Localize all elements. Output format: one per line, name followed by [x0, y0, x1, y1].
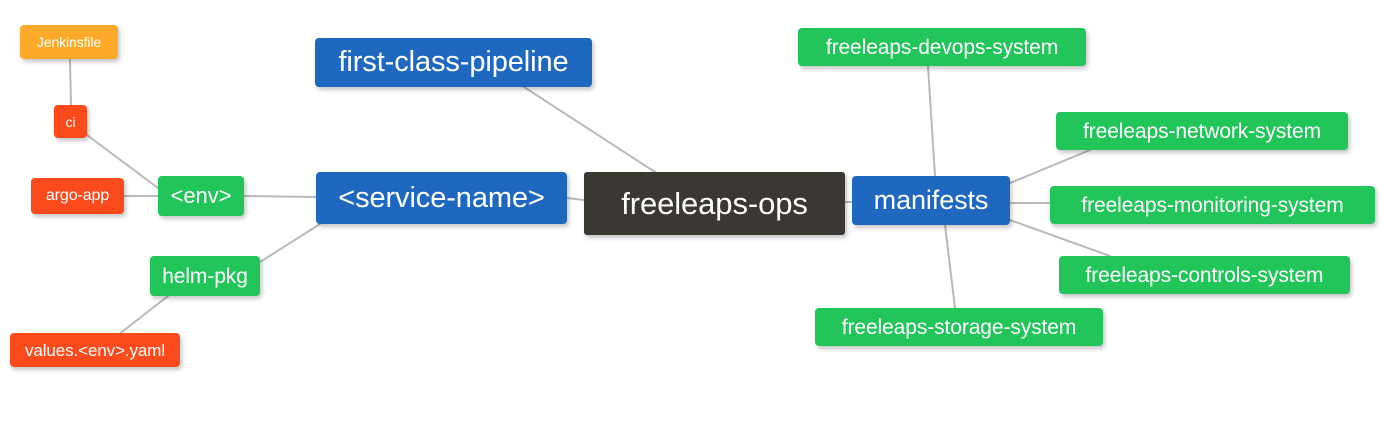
mindmap-node-freeleaps-monitoring-system[interactable]: freeleaps-monitoring-system: [1050, 186, 1375, 224]
mindmap-node-manifests[interactable]: manifests: [852, 176, 1010, 225]
mindmap-node-freeleaps-devops-system[interactable]: freeleaps-devops-system: [798, 28, 1086, 66]
edge-manifests-to-freeleaps-network-system: [1009, 149, 1091, 184]
edge-helm-pkg-to-values-yaml: [117, 295, 169, 336]
mindmap-node-argo-app[interactable]: argo-app: [31, 178, 124, 214]
edge-env-to-service-name: [243, 195, 317, 198]
mindmap-node-values-yaml[interactable]: values.<env>.yaml: [10, 333, 180, 367]
mindmap-node-first-class-pipeline[interactable]: first-class-pipeline: [315, 38, 592, 87]
mindmap-node-service-name[interactable]: <service-name>: [316, 172, 567, 224]
mindmap-node-ci[interactable]: ci: [54, 105, 87, 138]
mindmap-node-jenkinsfile[interactable]: Jenkinsfile: [20, 25, 118, 59]
edge-service-name-to-helm-pkg: [259, 223, 321, 263]
mindmap-node-env[interactable]: <env>: [158, 176, 244, 216]
edge-jenkinsfile-to-ci: [69, 58, 72, 106]
mindmap-node-freeleaps-controls-system[interactable]: freeleaps-controls-system: [1059, 256, 1350, 294]
edge-manifests-to-freeleaps-devops-system: [927, 65, 936, 177]
mindmap-node-freeleaps-ops[interactable]: freeleaps-ops: [584, 172, 845, 235]
edge-manifests-to-freeleaps-storage-system: [944, 224, 956, 309]
edge-manifests-to-freeleaps-controls-system: [1009, 219, 1111, 257]
edge-first-class-pipeline-to-freeleaps-ops: [523, 86, 656, 173]
mindmap-node-freeleaps-network-system[interactable]: freeleaps-network-system: [1056, 112, 1348, 150]
mindmap-node-helm-pkg[interactable]: helm-pkg: [150, 256, 260, 296]
edge-service-name-to-freeleaps-ops: [566, 197, 585, 201]
mindmap-node-freeleaps-storage-system[interactable]: freeleaps-storage-system: [815, 308, 1103, 346]
